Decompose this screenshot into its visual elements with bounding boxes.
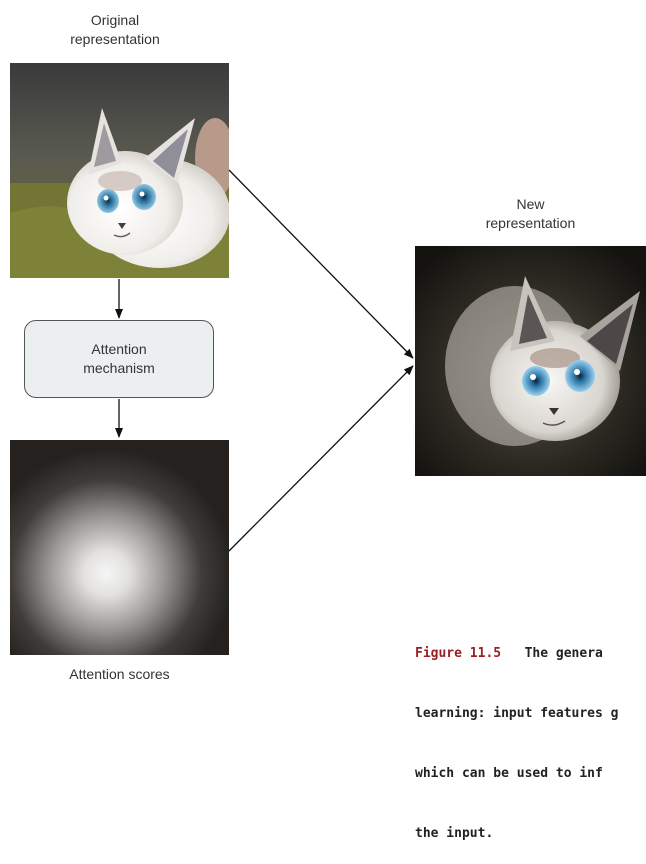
- new-label-line2: representation: [485, 215, 576, 231]
- attention-mechanism-box: Attention mechanism: [24, 320, 214, 398]
- new-representation-label: New representation: [415, 195, 646, 233]
- original-cat-image: [10, 63, 229, 278]
- cat-photo-attended-icon: [415, 246, 646, 476]
- new-label-line1: New: [516, 196, 545, 212]
- figure-number: Figure 11.5: [415, 646, 502, 661]
- caption-line2: learning: input features g: [415, 706, 619, 721]
- original-label-line1: Original: [90, 12, 140, 28]
- original-label-line2: representation: [70, 31, 160, 47]
- attention-scores-label: Attention scores: [69, 666, 170, 682]
- caption-line4: the input.: [415, 826, 494, 841]
- arrow-scores-to-new: [228, 365, 414, 552]
- caption-line3: which can be used to inf: [415, 766, 603, 781]
- caption-line1: The genera: [524, 646, 603, 661]
- new-cat-image: [415, 246, 646, 476]
- cat-photo-icon: [10, 63, 229, 278]
- figure-caption: Figure 11.5 The genera learning: input f…: [415, 604, 646, 864]
- arrow-original-to-new: [228, 169, 414, 359]
- original-representation-label: Original representation: [10, 11, 220, 49]
- mechanism-line1: Attention: [91, 341, 147, 357]
- connector-arrows: [115, 169, 414, 552]
- mechanism-line2: mechanism: [83, 360, 155, 376]
- attention-scores-image: [10, 440, 229, 655]
- attention-heatmap-icon: [10, 440, 229, 655]
